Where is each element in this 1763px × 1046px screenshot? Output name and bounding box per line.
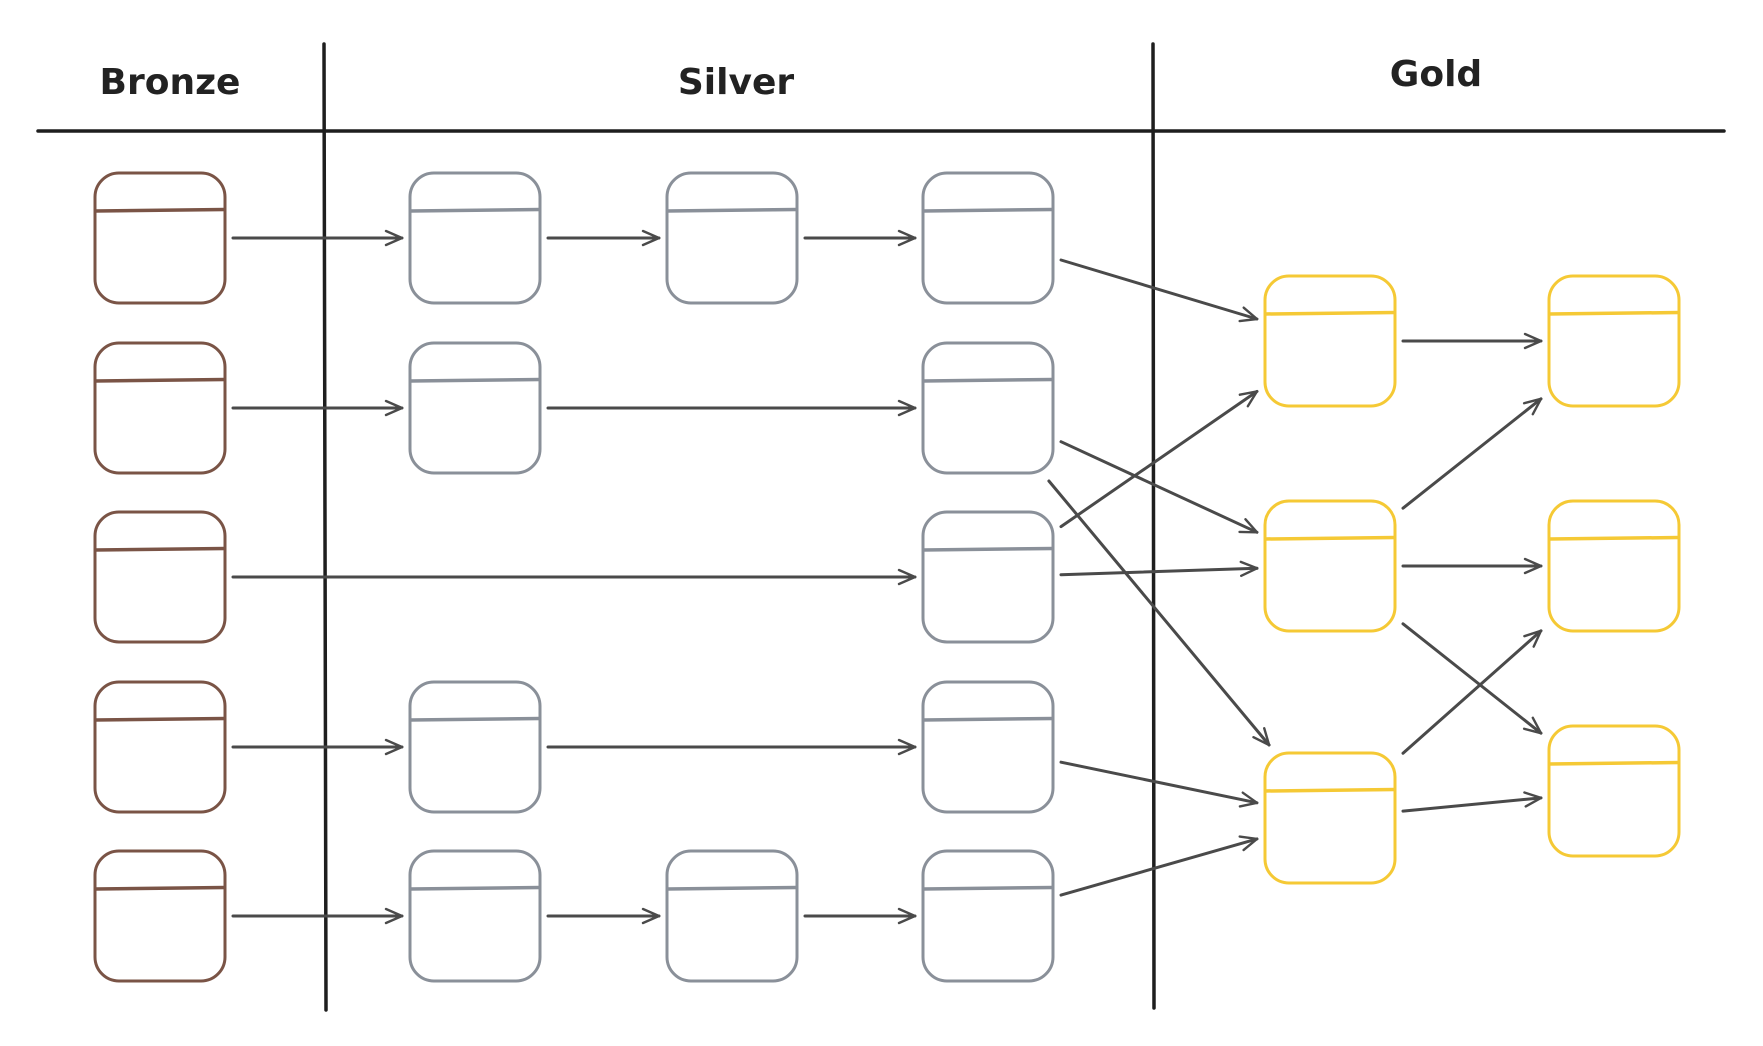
table-node-box bbox=[1263, 499, 1397, 633]
gold-layer-header: Gold bbox=[1389, 54, 1483, 95]
table-node-header-line bbox=[94, 377, 226, 383]
table-node-s2a bbox=[408, 341, 542, 475]
table-node-box bbox=[93, 341, 227, 475]
table-node-header-line bbox=[409, 377, 541, 383]
table-node-header-line bbox=[666, 207, 798, 213]
silver-layer-header: Silver bbox=[677, 62, 795, 103]
table-node-header-line bbox=[1264, 787, 1396, 793]
table-node-box bbox=[1547, 724, 1681, 858]
table-node-b3 bbox=[93, 510, 227, 644]
table-node-box bbox=[921, 510, 1055, 644]
table-node-box bbox=[93, 171, 227, 305]
table-node-s4c bbox=[921, 680, 1055, 814]
table-node-box bbox=[921, 171, 1055, 305]
table-node-box bbox=[921, 680, 1055, 814]
edge-g2-g6 bbox=[1401, 622, 1543, 735]
table-node-header-line bbox=[409, 885, 541, 891]
table-node-g6 bbox=[1547, 724, 1681, 858]
table-node-header-line bbox=[94, 546, 226, 552]
table-node-s4a bbox=[408, 680, 542, 814]
table-node-box bbox=[93, 510, 227, 644]
edge-s2c-g3 bbox=[1047, 479, 1271, 747]
table-node-header-line bbox=[94, 716, 226, 722]
table-node-s5c bbox=[921, 849, 1055, 983]
table-node-box bbox=[1263, 751, 1397, 885]
table-node-header-line bbox=[409, 207, 541, 213]
table-node-header-line bbox=[94, 885, 226, 891]
layer-dividers bbox=[36, 42, 1726, 1012]
table-node-box bbox=[408, 849, 542, 983]
table-node-box bbox=[665, 849, 799, 983]
table-node-header-line bbox=[94, 207, 226, 213]
table-node-g4 bbox=[1547, 274, 1681, 408]
table-node-s2c bbox=[921, 341, 1055, 475]
table-node-box bbox=[408, 680, 542, 814]
table-node-b2 bbox=[93, 341, 227, 475]
edges bbox=[231, 229, 1543, 925]
table-node-b1 bbox=[93, 171, 227, 305]
table-node-box bbox=[1547, 274, 1681, 408]
edge-s1c-g1 bbox=[1059, 258, 1259, 323]
table-node-s3c bbox=[921, 510, 1055, 644]
table-node-box bbox=[1547, 499, 1681, 633]
table-node-header-line bbox=[922, 377, 1054, 383]
edge-g3-g5 bbox=[1401, 629, 1543, 755]
edge-s3c-g2 bbox=[1059, 560, 1259, 578]
edge-s4c-g3 bbox=[1059, 760, 1259, 808]
edge-s3c-g1 bbox=[1059, 389, 1259, 529]
table-node-header-line bbox=[922, 885, 1054, 891]
table-node-b4 bbox=[93, 680, 227, 814]
table-node-box bbox=[1263, 274, 1397, 408]
table-node-header-line bbox=[1264, 535, 1396, 541]
edge-g3-g6 bbox=[1401, 791, 1543, 813]
table-node-box bbox=[408, 341, 542, 475]
table-node-box bbox=[921, 849, 1055, 983]
table-node-box bbox=[921, 341, 1055, 475]
edge-s5c-g3 bbox=[1059, 835, 1259, 897]
table-node-header-line bbox=[1548, 535, 1680, 541]
table-node-s1b bbox=[665, 171, 799, 305]
silver-gold-divider bbox=[1151, 42, 1156, 1010]
table-node-header-line bbox=[1548, 310, 1680, 316]
nodes bbox=[93, 171, 1681, 983]
table-node-header-line bbox=[922, 207, 1054, 213]
table-node-box bbox=[665, 171, 799, 305]
table-node-s5a bbox=[408, 849, 542, 983]
table-node-g2 bbox=[1263, 499, 1397, 633]
table-node-header-line bbox=[1548, 760, 1680, 766]
table-node-s1a bbox=[408, 171, 542, 305]
table-node-header-line bbox=[922, 546, 1054, 552]
table-node-g5 bbox=[1547, 499, 1681, 633]
edge-s2c-g2 bbox=[1059, 440, 1259, 534]
table-node-header-line bbox=[409, 716, 541, 722]
table-node-b5 bbox=[93, 849, 227, 983]
table-node-box bbox=[408, 171, 542, 305]
table-node-box bbox=[93, 849, 227, 983]
table-node-g3 bbox=[1263, 751, 1397, 885]
table-node-s5b bbox=[665, 849, 799, 983]
edge-g2-g4 bbox=[1401, 397, 1543, 510]
bronze-silver-divider bbox=[322, 42, 328, 1012]
table-node-box bbox=[93, 680, 227, 814]
bronze-layer-header: Bronze bbox=[99, 62, 241, 103]
table-node-s1c bbox=[921, 171, 1055, 305]
table-node-header-line bbox=[1264, 310, 1396, 316]
table-node-header-line bbox=[922, 716, 1054, 722]
table-node-header-line bbox=[666, 885, 798, 891]
table-node-g1 bbox=[1263, 274, 1397, 408]
